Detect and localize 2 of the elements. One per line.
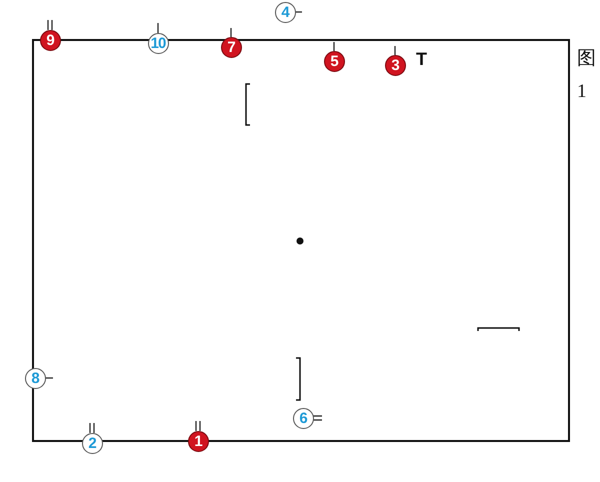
label-text: T	[416, 50, 427, 68]
figure-caption: 图1	[577, 47, 596, 104]
